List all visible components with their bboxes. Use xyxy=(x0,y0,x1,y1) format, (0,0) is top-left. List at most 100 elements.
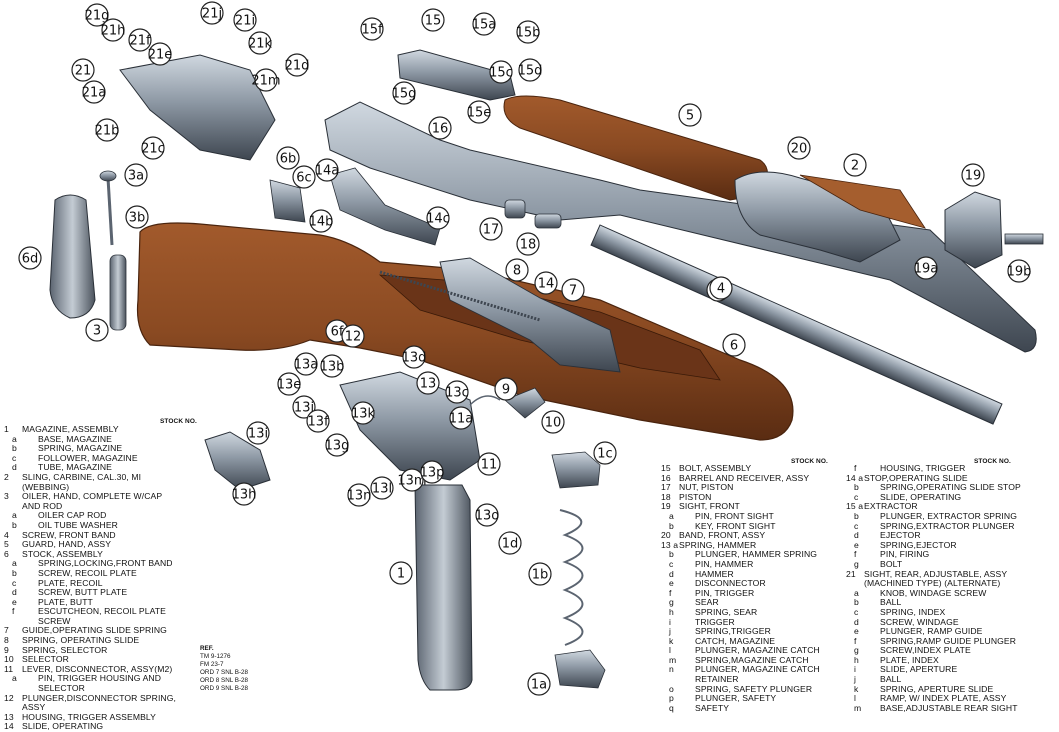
part-description: SLIDE, APERTURE xyxy=(880,664,958,675)
callout-circle xyxy=(246,421,270,445)
part-description: HOUSING, TRIGGER ASSEMBLY xyxy=(22,711,156,722)
part-number: d xyxy=(854,530,859,541)
part-number: 9 xyxy=(4,644,9,655)
front-sight-key-part xyxy=(1004,233,1044,245)
part-number: m xyxy=(669,654,677,665)
callout-text: 11 xyxy=(481,458,498,473)
part-number: c xyxy=(12,452,17,463)
part-number: f xyxy=(854,635,857,646)
part-description: SPRING, APERTURE SLIDE xyxy=(880,683,994,694)
part-number: n xyxy=(669,664,674,675)
callout-19: 19 xyxy=(961,163,985,187)
callout-text: 14c xyxy=(426,212,450,227)
callout-circle xyxy=(124,163,148,187)
part-description: SPRING, SAFETY PLUNGER xyxy=(695,683,813,694)
part-description: HAMMER xyxy=(695,568,734,579)
exploded-diagram: 21g21h2121j21f21i21k21e21m21d21a21b21c15… xyxy=(18,1,1044,696)
part-description: (WEBBING) xyxy=(22,481,70,492)
part-description: BAND, FRONT, ASSY xyxy=(679,530,766,541)
callout-6d: 6d xyxy=(18,246,42,270)
part-description: SPRING,EJECTOR xyxy=(880,539,957,550)
callout-circle xyxy=(477,452,501,476)
callout-text: 21c xyxy=(141,142,165,157)
callout-text: 15e xyxy=(467,106,492,121)
callout-text: 19 xyxy=(965,169,982,184)
callout-text: 13h xyxy=(232,488,257,503)
part-number: d xyxy=(669,568,674,579)
callout-3a: 3a xyxy=(124,163,148,187)
callout-text: 13m xyxy=(397,474,426,489)
part-description: HOUSING, TRIGGER xyxy=(880,463,966,473)
part-number: e xyxy=(12,596,17,607)
sling-part xyxy=(799,174,926,229)
callout-circle xyxy=(421,8,445,32)
callout-1d: 1d xyxy=(498,531,522,555)
callout-text: 21e xyxy=(148,48,173,63)
ref-line: ORD 8 SNL B-28 xyxy=(200,677,249,684)
part-number xyxy=(4,703,22,713)
parts-list-item: (MACHINED TYPE) (ALTERNATE) xyxy=(846,579,1046,589)
part-description: PIN, TRIGGER xyxy=(695,587,755,598)
callout-text: 18 xyxy=(520,238,537,253)
magazine-spring-part xyxy=(559,509,584,646)
callout-circle xyxy=(426,206,450,230)
callout-circle xyxy=(534,271,558,295)
part-number: 13 a xyxy=(661,539,679,550)
part-description: GUARD, HAND, ASSY xyxy=(22,539,112,550)
callout-13: 13 xyxy=(416,371,440,395)
callout-8: 8 xyxy=(505,258,529,282)
callout-circle xyxy=(276,146,300,170)
part-description: ASSY xyxy=(22,702,46,713)
part-description: OILER, HAND, COMPLETE W/CAP xyxy=(22,491,163,502)
callout-text: 9 xyxy=(502,383,510,398)
callout-circle xyxy=(420,460,444,484)
part-number: e xyxy=(669,578,674,589)
callout-1b: 1b xyxy=(528,562,552,586)
callout-circle xyxy=(494,377,518,401)
callout-18: 18 xyxy=(516,232,540,256)
callout-text: 17 xyxy=(483,223,500,238)
part-number: d xyxy=(854,616,859,627)
callout-1a: 1a xyxy=(527,672,551,696)
part-number: 10 xyxy=(4,654,14,665)
callout-text: 7 xyxy=(569,284,577,299)
callout-circle xyxy=(325,433,349,457)
part-number: a xyxy=(12,673,17,684)
callout-circle xyxy=(1007,259,1031,283)
butt-plate-part xyxy=(49,194,96,319)
part-description: RAMP, W/ INDEX PLATE, ASSY xyxy=(880,693,1007,704)
part-description: STOCK, ASSEMBLY xyxy=(22,548,103,559)
part-description: SPRING,TRIGGER xyxy=(695,626,771,637)
callout-text: 1c xyxy=(597,447,612,462)
callout-13g: 13g xyxy=(325,433,349,457)
part-number: g xyxy=(854,645,859,656)
part-description: GUIDE,OPERATING SLIDE SPRING xyxy=(22,625,167,636)
part-description: PIN, FRONT SIGHT xyxy=(695,510,774,521)
callout-15d: 15d xyxy=(518,58,542,82)
part-description: SCREW, RECOIL PLATE xyxy=(38,567,137,578)
callout-text: 14a xyxy=(315,164,340,179)
callout-circle xyxy=(961,163,985,187)
part-description: PLUNGER, SAFETY xyxy=(695,693,777,704)
callout-13m: 13m xyxy=(397,468,427,492)
callout-text: 13d xyxy=(402,351,427,366)
